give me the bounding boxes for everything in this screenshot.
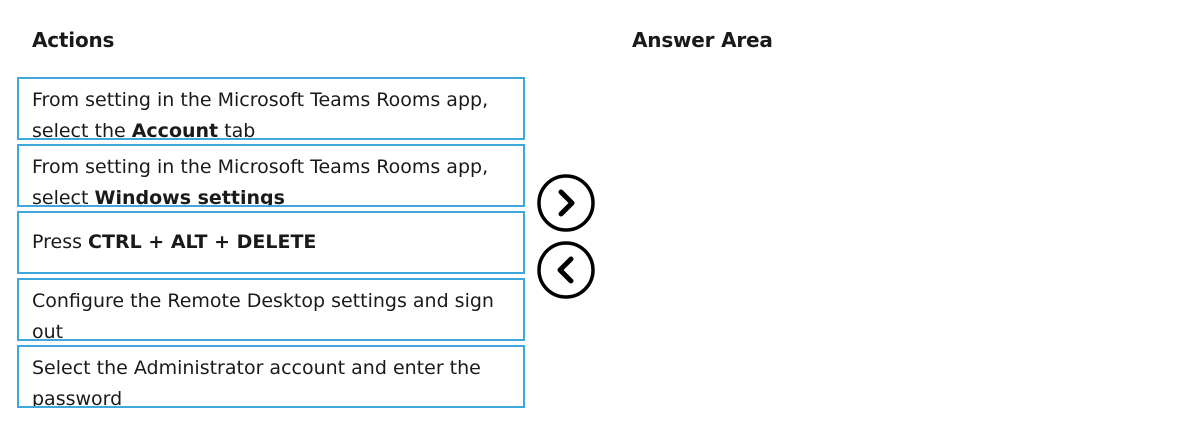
action-item-text-line: select Windows settings [32, 183, 511, 207]
action-item-ctrl-alt-delete[interactable]: Press CTRL + ALT + DELETE [17, 211, 525, 274]
action-item-text-line: out [32, 321, 64, 341]
action-text-bold: Windows settings [94, 187, 285, 207]
move-right-button[interactable] [536, 173, 596, 233]
action-item-text-line: From setting in the Microsoft Teams Room… [32, 89, 489, 111]
action-item-account-tab[interactable]: From setting in the Microsoft Teams Room… [17, 77, 525, 140]
action-text-prefix: select the [32, 120, 132, 140]
actions-list: From setting in the Microsoft Teams Room… [17, 77, 525, 408]
action-item-text-line: select the Account tab [32, 116, 511, 140]
chevron-right-circle-icon [537, 174, 595, 232]
action-item-windows-settings[interactable]: From setting in the Microsoft Teams Room… [17, 144, 525, 207]
chevron-left-circle-icon [537, 241, 595, 299]
action-item-text-line: Select the Administrator account and ent… [32, 357, 481, 379]
action-text-bold: CTRL + ALT + DELETE [88, 231, 317, 253]
answer-area-heading: Answer Area [632, 28, 773, 52]
action-item-text-line: From setting in the Microsoft Teams Room… [32, 156, 489, 178]
action-text-bold: Account [131, 120, 219, 140]
action-text-suffix: tab [218, 120, 256, 140]
action-item-remote-desktop[interactable]: Configure the Remote Desktop settings an… [17, 278, 525, 341]
action-item-text-line: Configure the Remote Desktop settings an… [32, 290, 494, 312]
action-item-text-line: Press CTRL + ALT + DELETE [32, 227, 511, 258]
actions-heading: Actions [32, 28, 115, 52]
action-text-prefix: select [32, 187, 95, 207]
action-text-prefix: Press [32, 231, 89, 253]
move-left-button[interactable] [536, 240, 596, 300]
answer-area-dropzone[interactable] [632, 77, 1172, 412]
action-item-administrator-account[interactable]: Select the Administrator account and ent… [17, 345, 525, 408]
action-item-text-line: password [32, 388, 123, 408]
